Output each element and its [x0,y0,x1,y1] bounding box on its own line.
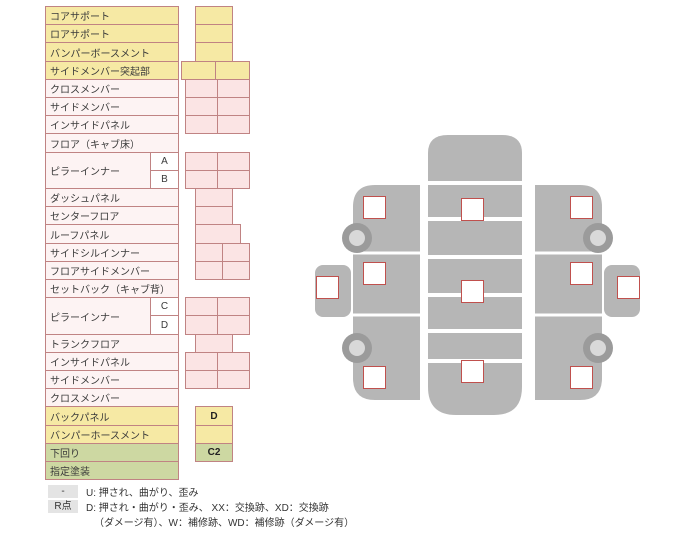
part-label: トランクフロア [45,334,179,353]
damage-cell[interactable] [185,370,218,389]
car-right-side-view [535,185,640,400]
inspection-box-right-outer[interactable] [616,275,640,299]
part-sublabel: B [150,170,179,189]
part-label: バンパーホースメント [45,425,179,444]
car-hood [428,135,522,181]
inspection-box-left-mid[interactable] [362,261,386,285]
inspection-box-left-front[interactable] [362,195,386,219]
part-label: インサイドパネル [45,352,179,371]
damage-cell[interactable] [195,334,233,353]
damage-cell[interactable] [185,352,218,371]
part-sublabel: C [150,297,179,316]
damage-cell[interactable] [217,315,250,335]
part-label: 指定塗装 [45,461,179,480]
part-label: クロスメンバー [45,79,179,98]
part-label: センターフロア [45,206,179,225]
damage-cell[interactable] [217,370,250,389]
inspection-box-center-windshield[interactable] [460,197,484,221]
legend: - U: 押され、曲がり、歪み R点 D: 押され・曲がり・歪み、 XX：交換跡… [48,484,354,529]
damage-cell[interactable] [195,188,233,207]
car-diagram [315,135,640,415]
legend-key-dash: - [48,484,78,498]
inspection-box-center-trunk[interactable] [460,359,484,383]
damage-cell[interactable] [217,297,250,316]
inspection-box-right-mid[interactable] [569,261,593,285]
damage-cell[interactable] [185,170,218,189]
part-label: バックパネル [45,406,179,426]
part-label: コアサポート [45,6,179,25]
damage-cell[interactable] [215,61,250,80]
part-label: ピラーインナー [45,152,152,189]
part-label: サイドシルインナー [45,243,179,262]
part-sublabel: D [150,315,179,335]
damage-cell[interactable] [195,6,233,25]
part-label: サイドメンバー突起部 [45,61,179,80]
damage-cell[interactable] [217,97,250,116]
part-label: 下回り [45,443,179,462]
legend-text-r2: （ダメージ有）、W：補修跡、WD：補修跡（ダメージ有） [94,517,355,529]
part-label: セットバック（キャブ背） [45,279,179,298]
damage-cell[interactable] [185,79,218,98]
part-sublabel: A [150,152,179,171]
damage-cell[interactable] [185,97,218,116]
inspection-box-right-rear[interactable] [569,365,593,389]
legend-text-u: U: 押され、曲がり、歪み [86,487,199,499]
damage-cell[interactable] [185,152,218,171]
inspection-box-right-front[interactable] [569,195,593,219]
car-top-view [428,135,522,415]
inspection-box-center-roof[interactable] [460,279,484,303]
part-label: サイドメンバー [45,97,179,116]
damage-cell[interactable] [181,61,216,80]
part-label: ピラーインナー [45,297,152,335]
legend-line-r-cont: （ダメージ有）、W：補修跡、WD：補修跡（ダメージ有） [48,514,355,529]
damage-cell[interactable] [217,170,250,189]
inspection-box-left-rear[interactable] [362,365,386,389]
part-label: ルーフパネル [45,224,179,244]
damage-cell[interactable] [217,79,250,98]
damage-cell[interactable] [195,425,233,444]
part-label: インサイドパネル [45,115,179,134]
damage-cell[interactable]: D [195,406,233,426]
part-label: フロア（キャブ床） [45,133,179,153]
part-label: クロスメンバー [45,388,179,407]
damage-cell[interactable] [185,315,218,335]
damage-cell[interactable] [222,243,250,262]
damage-cell[interactable] [195,261,223,280]
part-label: フロアサイドメンバー [45,261,179,280]
damage-cell[interactable] [222,261,250,280]
damage-cell[interactable] [217,352,250,371]
damage-cell[interactable] [185,115,218,134]
legend-key-rten: R点 [48,499,78,513]
car-left-side-view [315,185,420,400]
damage-cell[interactable] [217,152,250,171]
car-rear-window [428,333,522,359]
damage-cell[interactable]: C2 [195,443,233,462]
car-roof-front [428,221,522,255]
car-trunk [428,363,522,415]
part-label: ロアサポート [45,24,179,43]
damage-cell[interactable] [195,243,223,262]
part-label: バンパーボースメント [45,42,179,62]
legend-line-r: R点 D: 押され・曲がり・歪み、 XX：交換跡、XD：交換跡 [48,499,354,514]
damage-cell[interactable] [185,297,218,316]
legend-text-r: D: 押され・曲がり・歪み、 XX：交換跡、XD：交換跡 [86,502,329,514]
damage-cell[interactable] [195,42,233,62]
legend-line-u: - U: 押され、曲がり、歪み [48,484,354,499]
part-label: サイドメンバー [45,370,179,389]
damage-cell[interactable] [195,224,241,244]
damage-cell[interactable] [195,24,233,43]
part-label: ダッシュパネル [45,188,179,207]
damage-cell[interactable] [195,206,233,225]
damage-cell[interactable] [217,115,250,134]
inspection-box-left-outer[interactable] [315,275,339,299]
